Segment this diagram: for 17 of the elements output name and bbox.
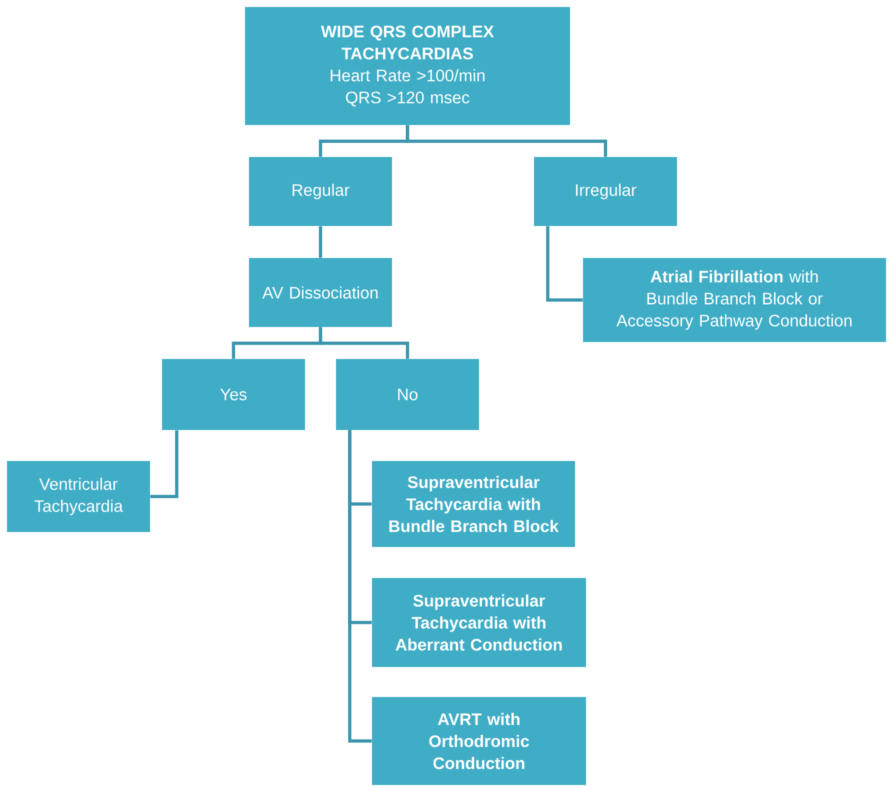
- process-box: Ventricular Tachycardia: [7, 461, 150, 532]
- process-box: WIDE QRS COMPLEX TACHYCARDIAS Heart Rate >100/min QRS >120 msec: [245, 7, 570, 125]
- connector: [318, 226, 322, 258]
- process-box: Atrial Fibrillation with Bundle Branch Block or Accessory Pathway Conduction: [583, 258, 886, 342]
- connector: [318, 327, 410, 359]
- process-box: Regular: [249, 157, 392, 226]
- connector: [150, 430, 178, 498]
- process-box: No: [336, 359, 479, 430]
- process-box: Yes: [162, 359, 305, 430]
- process-box: Irregular: [534, 157, 677, 226]
- connector: [406, 125, 608, 157]
- connector: [348, 430, 372, 743]
- connector: [546, 226, 583, 302]
- process-box: AV Dissociation: [249, 258, 392, 327]
- process-box: Supraventricular Tachycardia with Bundle Branch Block: [372, 461, 575, 547]
- process-box: Supraventricular Tachycardia with Aberrant Conduction: [372, 578, 586, 667]
- process-box: AVRT with Orthodromic Conduction: [372, 697, 586, 785]
